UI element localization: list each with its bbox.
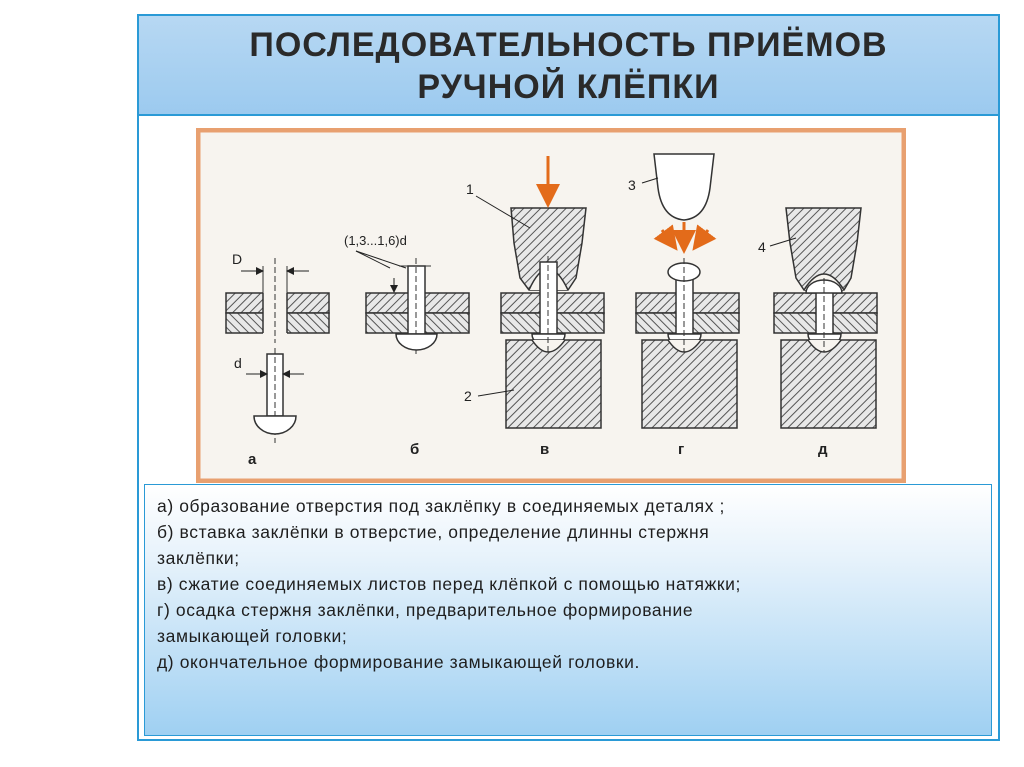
stage-v: 1 2 в bbox=[464, 156, 605, 458]
stage-g: 3 г bbox=[628, 153, 740, 458]
title-line-2: РУЧНОЙ КЛЁПКИ bbox=[417, 68, 720, 106]
stage-label-g: г bbox=[678, 441, 684, 458]
callout-2: 2 bbox=[464, 388, 472, 404]
callout-1: 1 bbox=[466, 181, 474, 197]
caption-line: б) вставка заклёпки в отверстие, определ… bbox=[157, 522, 710, 542]
caption-box: а) образование отверстия под заклёпку в … bbox=[144, 484, 992, 736]
stage-label-v: в bbox=[540, 441, 549, 458]
stage-b: (1,3...1,6)d б bbox=[344, 233, 470, 458]
title-line-1: ПОСЛЕДОВАТЕЛЬНОСТЬ ПРИЁМОВ bbox=[249, 26, 888, 64]
callout-4: 4 bbox=[758, 239, 766, 255]
length-label: (1,3...1,6)d bbox=[344, 233, 407, 248]
closing-head bbox=[805, 279, 843, 294]
riveting-diagram: D d а (1,3...1,6)d б 1 bbox=[196, 128, 906, 483]
stage-d: 4 д bbox=[758, 207, 878, 458]
dimension-D-label: D bbox=[232, 251, 242, 267]
caption-line: г) осадка стержня заклёпки, предваритель… bbox=[157, 600, 694, 620]
stage-label-d: д bbox=[818, 441, 828, 458]
caption-line: а) образование отверстия под заклёпку в … bbox=[157, 496, 726, 516]
crimping-tool-3 bbox=[653, 153, 715, 221]
caption-line: замыкающей головки; bbox=[157, 626, 348, 646]
dimension-d-label: d bbox=[234, 355, 242, 371]
caption-line: в) сжатие соединяемых листов перед клёпк… bbox=[157, 574, 741, 594]
slide-title: ПОСЛЕДОВАТЕЛЬНОСТЬ ПРИЁМОВ РУЧНОЙ КЛЁПКИ bbox=[139, 24, 998, 108]
stage-label-a: а bbox=[248, 451, 257, 468]
stage-a: D d а bbox=[225, 251, 330, 468]
title-bar: ПОСЛЕДОВАТЕЛЬНОСТЬ ПРИЁМОВ РУЧНОЙ КЛЁПКИ bbox=[139, 16, 998, 116]
support-block-2 bbox=[505, 339, 602, 429]
rivet-head-a bbox=[253, 415, 297, 435]
caption-line: заклёпки; bbox=[157, 548, 240, 568]
callout-3: 3 bbox=[628, 177, 636, 193]
caption-list: а) образование отверстия под заклёпку в … bbox=[145, 485, 991, 675]
rivet-head-b bbox=[395, 333, 438, 351]
caption-line: д) окончательное формирование замыкающей… bbox=[157, 652, 640, 672]
stage-label-b: б bbox=[410, 441, 419, 458]
